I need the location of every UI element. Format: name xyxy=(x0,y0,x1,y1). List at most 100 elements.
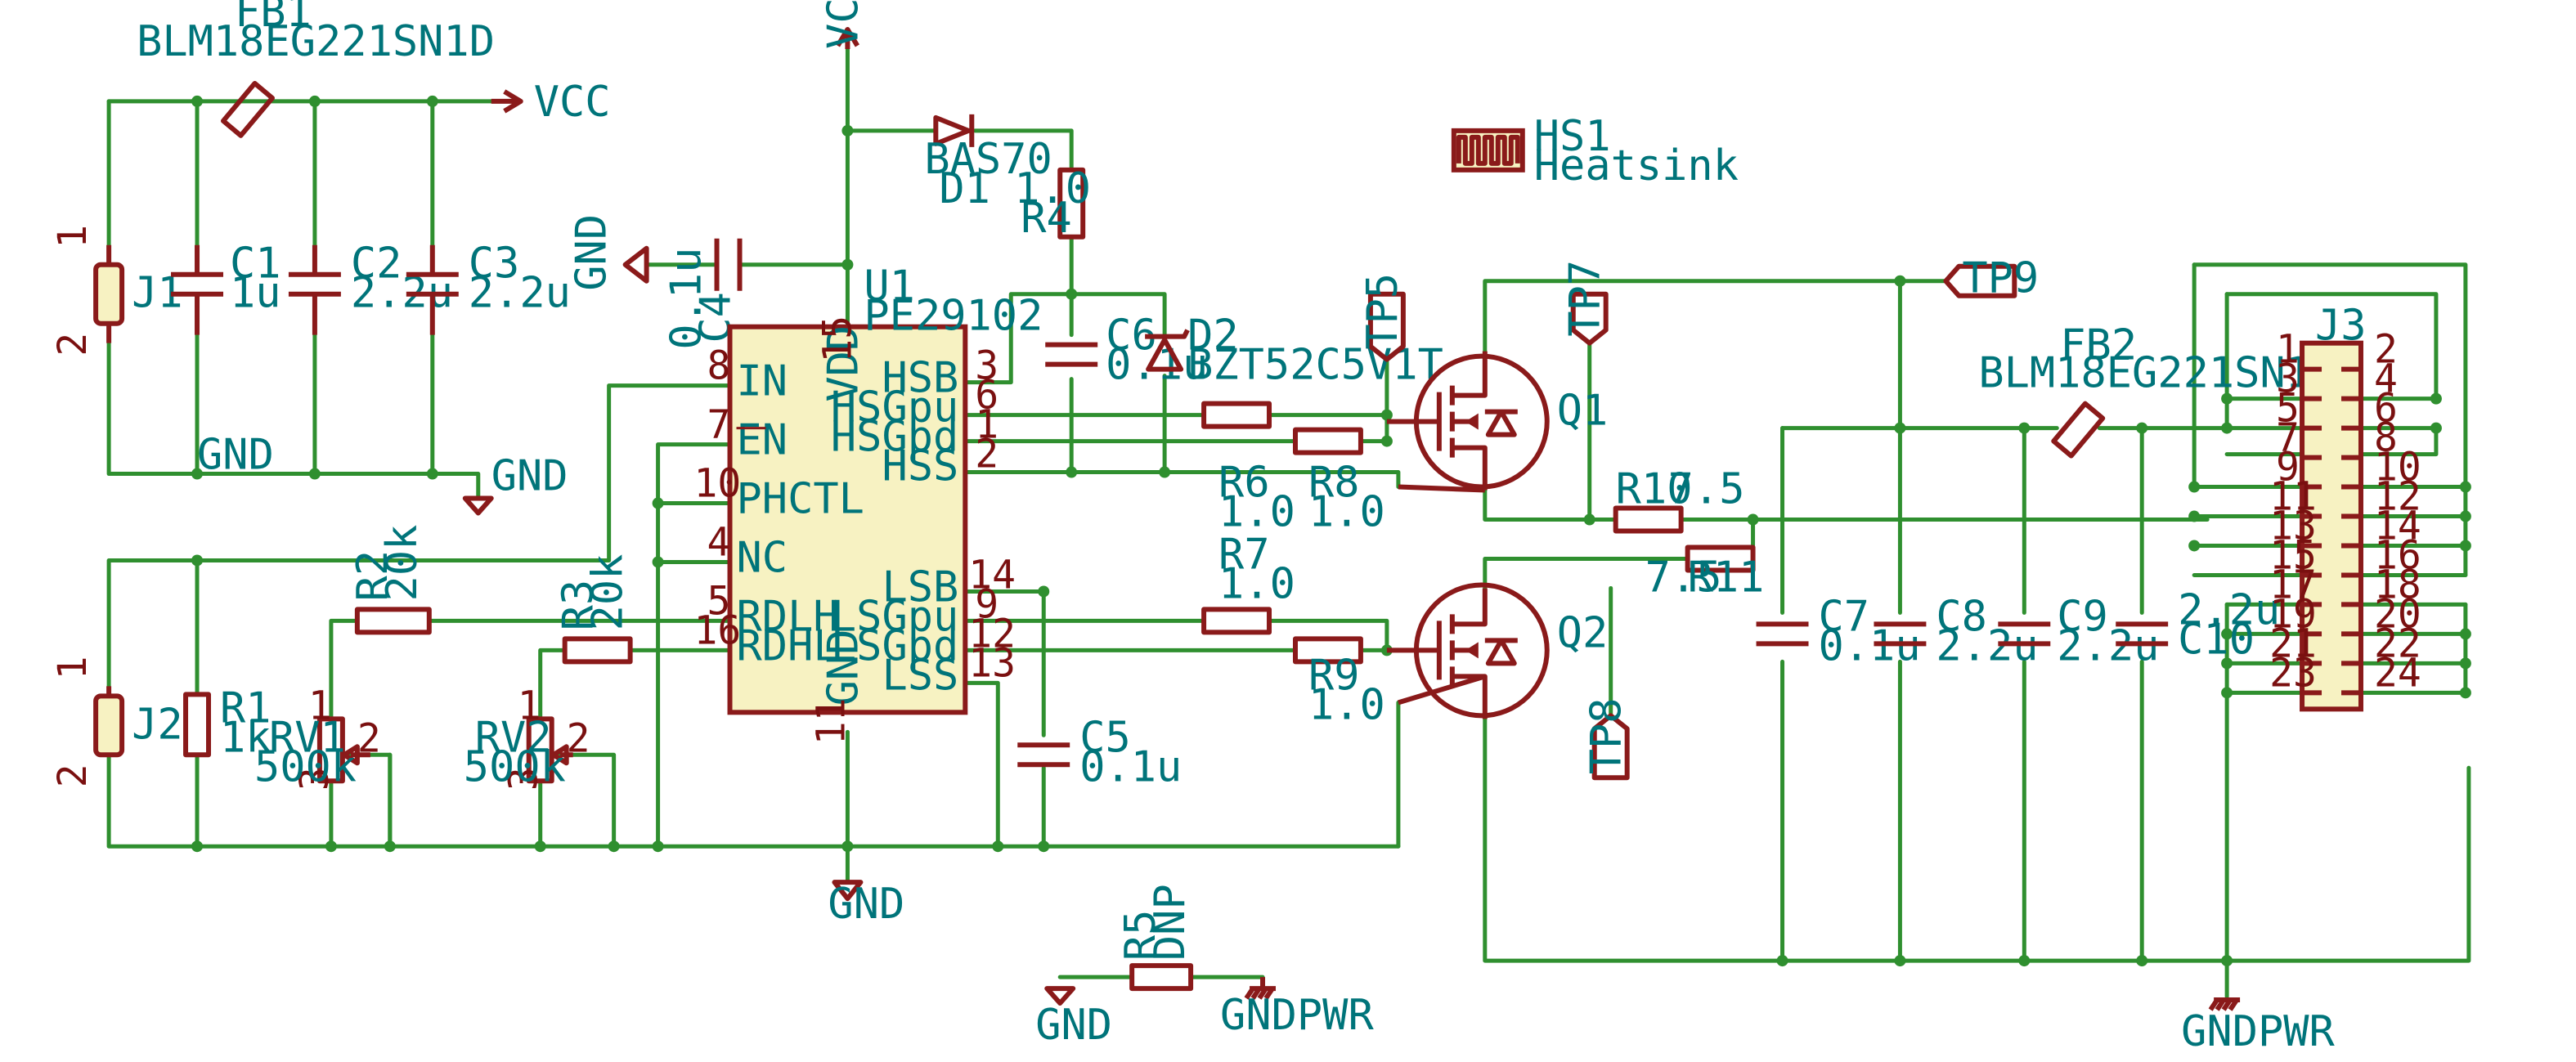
j3-pin-2: 2 xyxy=(2374,327,2398,373)
capacitor-c10: 2.2u C10 xyxy=(2116,585,2280,664)
svg-text:1: 1 xyxy=(50,225,96,249)
svg-text:C10: C10 xyxy=(2178,615,2255,664)
svg-text:C2: C2 xyxy=(351,240,402,289)
svg-text:1.0: 1.0 xyxy=(1218,559,1295,608)
svg-text:13: 13 xyxy=(968,640,1016,686)
svg-text:BLM18EG221SN1D: BLM18EG221SN1D xyxy=(1978,349,2336,398)
u1-pin-hss: HSS xyxy=(882,442,958,491)
svg-text:1: 1 xyxy=(975,402,999,448)
j3-pin-12: 12 xyxy=(2374,474,2421,520)
svg-text:5: 5 xyxy=(707,578,731,624)
svg-text:VCC: VCC xyxy=(819,0,868,49)
svg-text:2: 2 xyxy=(50,764,96,787)
u1-pin-hsb: HSB xyxy=(882,354,958,403)
potentiometer-rv2: 1 2 3 RV2 500k xyxy=(464,683,590,791)
svg-text:VDD: VDD xyxy=(819,325,868,402)
svg-text:2.2u: 2.2u xyxy=(2178,585,2280,634)
j3-pin-13: 13 xyxy=(2269,503,2317,549)
svg-text:Heatsink: Heatsink xyxy=(1534,141,1739,190)
j3-pin-4: 4 xyxy=(2374,356,2398,402)
svg-text:TP5: TP5 xyxy=(1358,273,1407,350)
connector-j2: 1 2 J2 xyxy=(50,656,183,787)
j3-pin-3: 3 xyxy=(2276,356,2300,402)
svg-text:2: 2 xyxy=(50,333,96,356)
vcc-flag-top: VCC xyxy=(819,0,868,49)
gndpwr-flag-j3: GNDPWR xyxy=(2181,997,2336,1056)
u1-pin-nc: NC xyxy=(737,533,788,582)
svg-text:2: 2 xyxy=(357,715,381,761)
svg-text:2: 2 xyxy=(975,432,999,477)
svg-text:FB1: FB1 xyxy=(235,0,312,37)
j3-pin-16: 16 xyxy=(2374,532,2421,578)
testpoint-tp8: TP8 xyxy=(1582,697,1631,781)
u1-pin-hsgpu: HSGpu xyxy=(831,383,958,432)
resistor-r4: 1.0 R4 xyxy=(1014,164,1091,243)
u1-pin-lsgpu: LSGpu xyxy=(831,592,958,641)
gnd-flag-j1: GND xyxy=(462,452,568,516)
svg-text:500k: 500k xyxy=(254,742,357,791)
capacitor-c1: C1 1u xyxy=(171,240,281,335)
svg-text:1.0: 1.0 xyxy=(1308,680,1385,729)
mosfet-q1: Q1 xyxy=(1386,351,1608,493)
svg-text:1: 1 xyxy=(308,683,332,728)
svg-text:2: 2 xyxy=(567,715,590,761)
svg-text:3: 3 xyxy=(292,767,338,791)
svg-text:20k: 20k xyxy=(584,554,633,631)
svg-text:R6: R6 xyxy=(1218,459,1270,508)
testpoint-tp7: TP7 xyxy=(1561,260,1610,346)
j3-pin-9: 9 xyxy=(2276,445,2300,491)
j3-pin-15: 15 xyxy=(2269,532,2317,578)
j3-pin-14: 14 xyxy=(2374,503,2421,549)
svg-text:1.0: 1.0 xyxy=(1218,488,1295,537)
svg-text:VCC: VCC xyxy=(534,78,611,127)
svg-text:1.0: 1.0 xyxy=(1014,164,1091,213)
svg-text:2.2u: 2.2u xyxy=(469,269,571,318)
svg-text:11: 11 xyxy=(808,698,854,746)
j3-pin-7: 7 xyxy=(2276,415,2300,461)
ferrite-fb1: FB1 BLM18EG221SN1D xyxy=(137,0,495,138)
svg-text:20k: 20k xyxy=(378,525,427,602)
svg-text:C1: C1 xyxy=(230,240,281,289)
svg-text:C3: C3 xyxy=(469,240,520,289)
resistor-r1: R1 1k xyxy=(183,683,272,762)
potentiometer-rv1: 1 2 3 RV1 500k xyxy=(254,683,381,791)
svg-text:GNDPWR: GNDPWR xyxy=(2181,1007,2335,1056)
svg-text:U1: U1 xyxy=(864,262,915,311)
svg-text:4: 4 xyxy=(707,519,731,565)
capacitor-c5: C5 0.1u xyxy=(1017,713,1182,791)
svg-text:FB2: FB2 xyxy=(2060,321,2137,370)
svg-text:R10: R10 xyxy=(1616,465,1693,514)
resistor-r9: R9 1.0 xyxy=(1292,636,1385,729)
svg-text:7.5: 7.5 xyxy=(1645,553,1722,602)
svg-text:RV2: RV2 xyxy=(475,713,552,762)
svg-text:0.1u: 0.1u xyxy=(662,248,711,350)
u1-pin-rdlh: RDLH xyxy=(737,592,839,641)
u1-pin-hsgpd: HSGpd xyxy=(831,413,958,462)
resistor-r5: R5 DNP xyxy=(1116,884,1195,992)
svg-text:R11: R11 xyxy=(1688,553,1765,602)
resistor-r10: R10 7.5 xyxy=(1613,465,1744,534)
svg-text:D1: D1 xyxy=(939,164,990,213)
svg-text:15: 15 xyxy=(815,316,860,363)
svg-text:1: 1 xyxy=(518,683,541,728)
svg-text:J2: J2 xyxy=(132,700,183,749)
svg-text:DNP: DNP xyxy=(1146,884,1195,961)
svg-text:C7: C7 xyxy=(1819,592,1870,641)
svg-text:16: 16 xyxy=(694,607,742,653)
svg-text:3: 3 xyxy=(501,767,547,791)
j3-pin-10: 10 xyxy=(2374,445,2421,491)
svg-text:10: 10 xyxy=(694,461,742,507)
u1-pin-lss: LSS xyxy=(882,651,958,700)
svg-text:GND: GND xyxy=(491,452,568,501)
svg-text:R5: R5 xyxy=(1116,910,1165,961)
svg-text:1k: 1k xyxy=(220,713,272,762)
j3-pin-17: 17 xyxy=(2269,562,2317,607)
svg-text:1: 1 xyxy=(50,656,96,679)
u1-pin-phctl: PHCTL xyxy=(737,475,864,524)
gnd-flag-r5: GND xyxy=(1035,986,1112,1050)
svg-text:R9: R9 xyxy=(1308,651,1360,700)
gnd-flag-c4: GND xyxy=(568,214,649,291)
u1-pin-in: IN xyxy=(737,357,788,406)
